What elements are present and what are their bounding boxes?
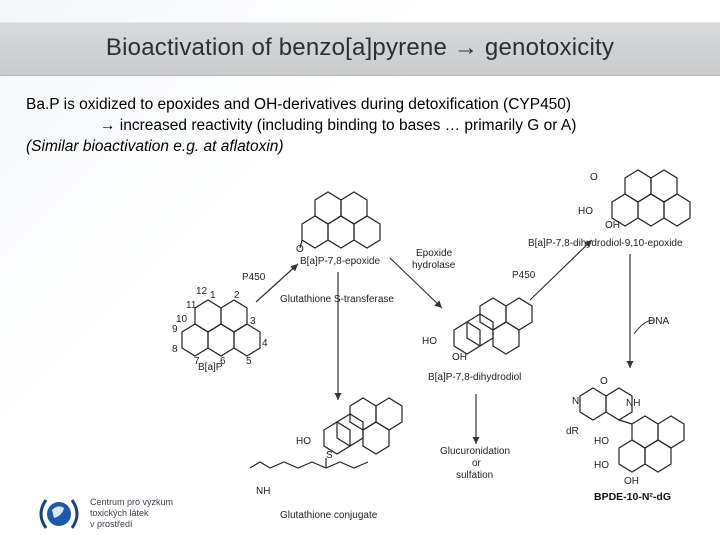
ring-number-1: 1 bbox=[210, 290, 216, 301]
diol-epoxide-ho-label: HO bbox=[578, 206, 593, 217]
centrum-logo-icon bbox=[39, 499, 79, 529]
epoxide-label: B[a]P-7,8-epoxide bbox=[300, 256, 380, 267]
body-line-3: (Similar bioactivation e.g. at aflatoxin… bbox=[26, 138, 284, 155]
gsh-ho-label: HO bbox=[296, 436, 311, 447]
p450-label-1: P450 bbox=[242, 272, 266, 283]
gsh-conjugate-label: Glutathione conjugate bbox=[280, 510, 378, 521]
p450-arrow-2 bbox=[529, 239, 593, 301]
ring-number-9: 9 bbox=[172, 324, 178, 335]
dna-curve bbox=[633, 319, 655, 335]
logo-line-2: toxických látek bbox=[90, 508, 149, 518]
diol-epoxide-structure bbox=[611, 169, 691, 227]
slide-body: Ba.P is oxidized to epoxides and OH-deri… bbox=[26, 94, 706, 157]
epoxide-hydrolase-arrow bbox=[389, 257, 443, 309]
glucuronidation-label-3: sulfation bbox=[456, 470, 493, 481]
adduct-structure bbox=[579, 387, 685, 473]
body-line-2: → increased reactivity (including bindin… bbox=[100, 117, 577, 134]
dihydrodiol-label: B[a]P-7,8-dihydrodiol bbox=[428, 372, 521, 383]
adduct-dr-label: dR bbox=[566, 426, 579, 437]
epoxide-structure bbox=[299, 191, 381, 249]
adduct-ho-label-2: HO bbox=[594, 460, 609, 471]
bap-label: B[a]P bbox=[198, 362, 223, 373]
logo-text: Centrum pro výzkum toxických látek v pro… bbox=[90, 497, 173, 530]
adduct-label: BPDE-10-N²-dG bbox=[594, 491, 671, 503]
ring-number-5: 5 bbox=[246, 356, 252, 367]
ring-number-12: 12 bbox=[196, 286, 208, 297]
ring-number-11: 11 bbox=[186, 300, 197, 311]
glucuronidation-label-2: or bbox=[472, 458, 482, 469]
adduct-n-label: N bbox=[572, 396, 579, 407]
adduct-ho-label-1: HO bbox=[594, 436, 609, 447]
logo-line-1: Centrum pro výzkum bbox=[90, 497, 174, 507]
adduct-nh-label: NH bbox=[626, 398, 640, 409]
gsh-conjugate-structure bbox=[249, 397, 403, 469]
body-line-1: Ba.P is oxidized to epoxides and OH-deri… bbox=[26, 96, 572, 113]
ring-number-6: 6 bbox=[220, 356, 226, 367]
dihydrodiol-ho-label: HO bbox=[422, 336, 437, 347]
epoxide-hydrolase-label-1: Epoxide bbox=[416, 248, 453, 259]
ring-number-4: 4 bbox=[262, 338, 268, 349]
diol-epoxide-label: B[a]P-7,8-dihydrodiol-9,10-epoxide bbox=[528, 238, 683, 249]
ring-number-10: 10 bbox=[176, 314, 188, 325]
p450-arrow-1 bbox=[255, 263, 299, 303]
diol-epoxide-o-label: O bbox=[590, 172, 598, 183]
slide-title: Bioactivation of benzo[a]pyrene → genoto… bbox=[105, 34, 615, 61]
ring-number-8: 8 bbox=[172, 344, 178, 355]
adduct-o-label: O bbox=[600, 376, 608, 387]
gst-label: Glutathione S-transferase bbox=[280, 294, 394, 305]
bap-structure bbox=[181, 299, 261, 357]
logo-line-3: v prostředí bbox=[90, 519, 133, 529]
glucuronidation-label-1: Glucuronidation bbox=[440, 446, 510, 457]
ring-number-2: 2 bbox=[234, 290, 240, 301]
p450-label-2: P450 bbox=[512, 270, 536, 281]
ring-number-3: 3 bbox=[250, 316, 256, 327]
dihydrodiol-structure bbox=[453, 297, 533, 355]
gsh-nh-label: NH bbox=[256, 486, 270, 497]
dihydrodiol-oh-label: OH bbox=[452, 352, 467, 363]
metabolic-pathway-scheme: O B[a]P-7,8-epoxide O HO OH B[a]P-7,8-di… bbox=[172, 169, 691, 521]
dna-label: DNA bbox=[648, 316, 669, 327]
epoxide-o-label: O bbox=[296, 244, 304, 255]
title-bar bbox=[0, 22, 720, 76]
ring-number-7: 7 bbox=[194, 356, 200, 367]
epoxide-hydrolase-label-2: hydrolase bbox=[412, 260, 456, 271]
diol-epoxide-oh-label: OH bbox=[605, 220, 620, 231]
adduct-oh-label: OH bbox=[624, 476, 639, 487]
gsh-s-label: S bbox=[326, 450, 333, 461]
